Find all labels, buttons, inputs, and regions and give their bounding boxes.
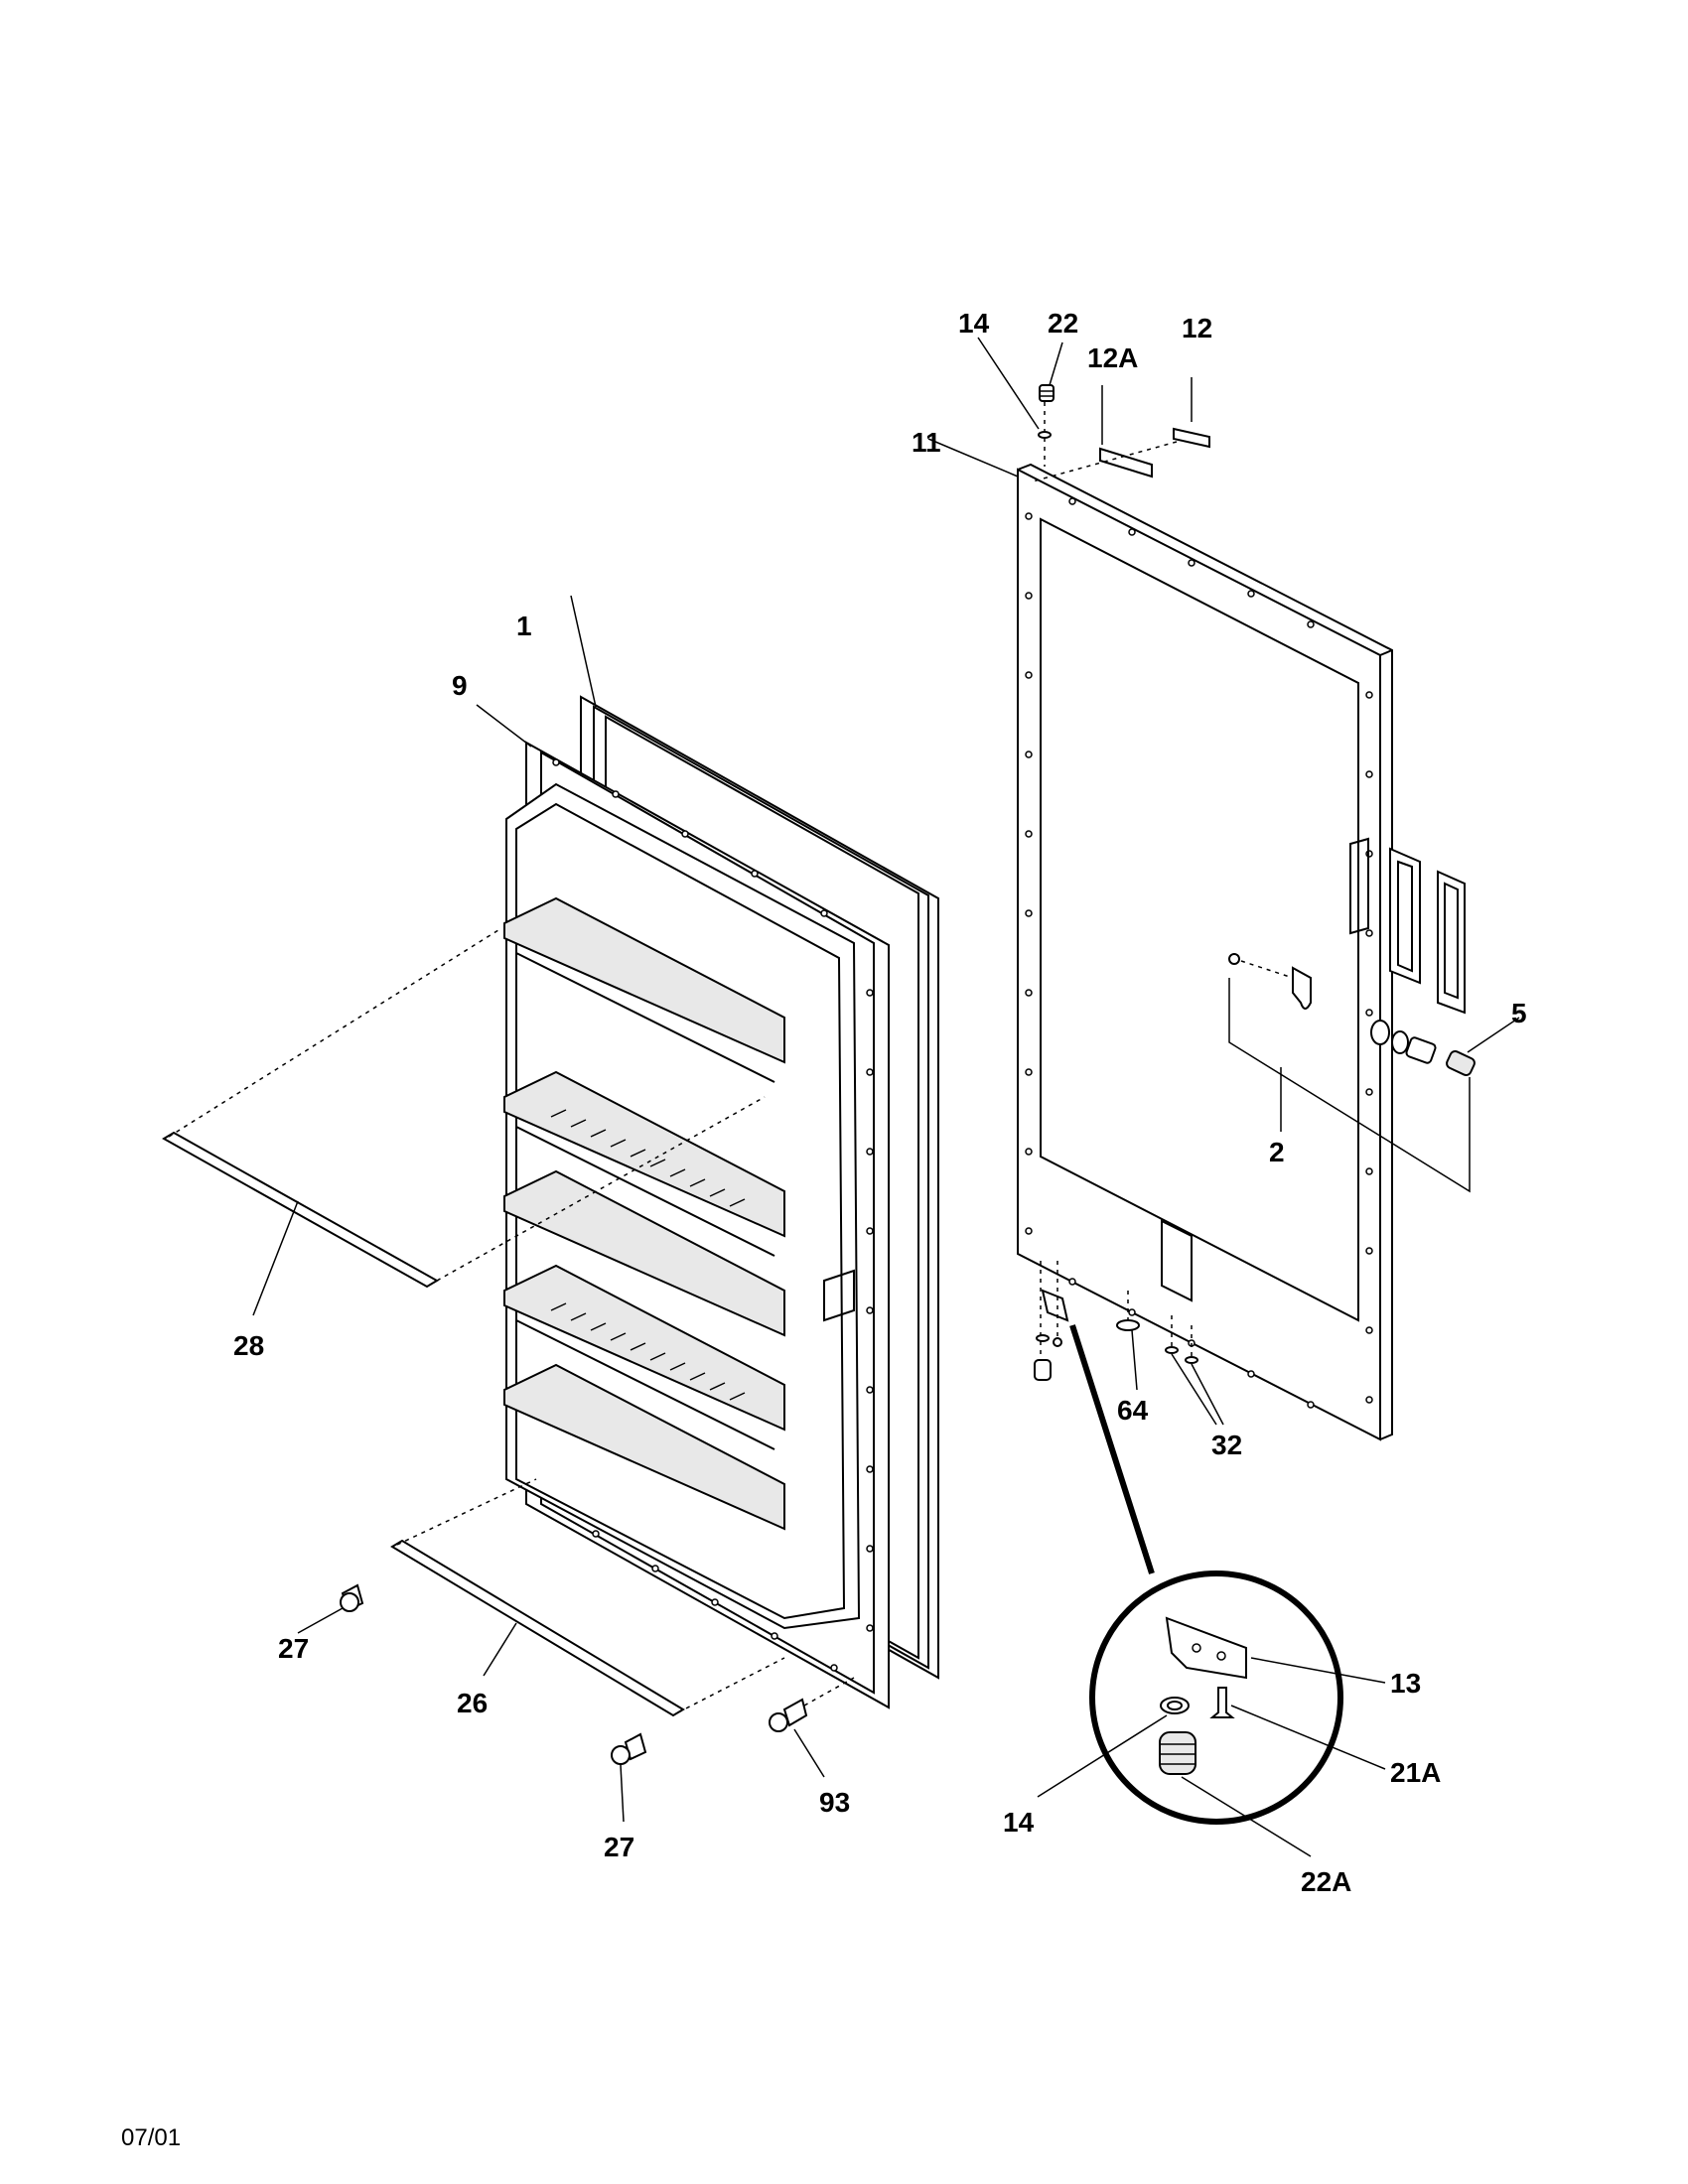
callout-93: 93 <box>819 1787 850 1818</box>
callout-64: 64 <box>1117 1395 1149 1426</box>
top-hinge-plug <box>927 337 1063 478</box>
callout-5: 5 <box>1511 998 1527 1028</box>
callout-14-bottom: 14 <box>1003 1807 1035 1838</box>
callout-12A: 12A <box>1087 342 1138 373</box>
callout-9: 9 <box>452 670 468 701</box>
shelf-ribs-lower <box>550 1302 746 1401</box>
shelf-bar-28 <box>162 927 766 1316</box>
bottom-hinge-hardware <box>1034 1261 1224 1574</box>
callout-22A: 22A <box>1301 1866 1351 1897</box>
shelf-3 <box>503 1169 785 1337</box>
handle-lock-hardware <box>1228 847 1520 1193</box>
callout-22: 22 <box>1048 308 1078 339</box>
shelf-2 <box>503 1070 785 1257</box>
callout-1: 1 <box>516 611 532 641</box>
callout-14-top: 14 <box>958 308 990 339</box>
callout-26: 26 <box>457 1688 488 1718</box>
callout-27-lower: 27 <box>604 1832 634 1862</box>
fastener-27-lower <box>611 1732 647 1823</box>
door-shelving <box>503 782 861 1630</box>
liner-screw-holes <box>552 758 874 1672</box>
shelf-5 <box>503 1363 785 1531</box>
shelf-bar-26 <box>390 1478 785 1717</box>
outer-door-panel <box>1017 463 1393 1441</box>
shelf-ribs <box>550 1109 746 1207</box>
fastener-27-upper <box>297 1583 364 1634</box>
callout-21A: 21A <box>1390 1757 1441 1788</box>
panel-screw-holes <box>1025 497 1373 1409</box>
shelf-4 <box>503 1264 785 1450</box>
callout-11: 11 <box>912 427 941 458</box>
detail-magnifier <box>1037 1570 1386 1857</box>
callout-32: 32 <box>1211 1430 1242 1460</box>
labels-12-12A <box>1032 377 1210 482</box>
callout-labels: 1 9 28 27 26 27 93 14 22 12A 12 11 5 2 6… <box>233 308 1527 1897</box>
callout-28: 28 <box>233 1330 264 1361</box>
revision-date: 07/01 <box>121 2124 182 2151</box>
callout-2: 2 <box>1269 1137 1285 1167</box>
shelf-1 <box>503 896 785 1083</box>
callout-27-upper: 27 <box>278 1633 309 1664</box>
callout-12: 12 <box>1182 313 1212 343</box>
callout-13: 13 <box>1390 1668 1421 1699</box>
fastener-93 <box>769 1677 855 1778</box>
